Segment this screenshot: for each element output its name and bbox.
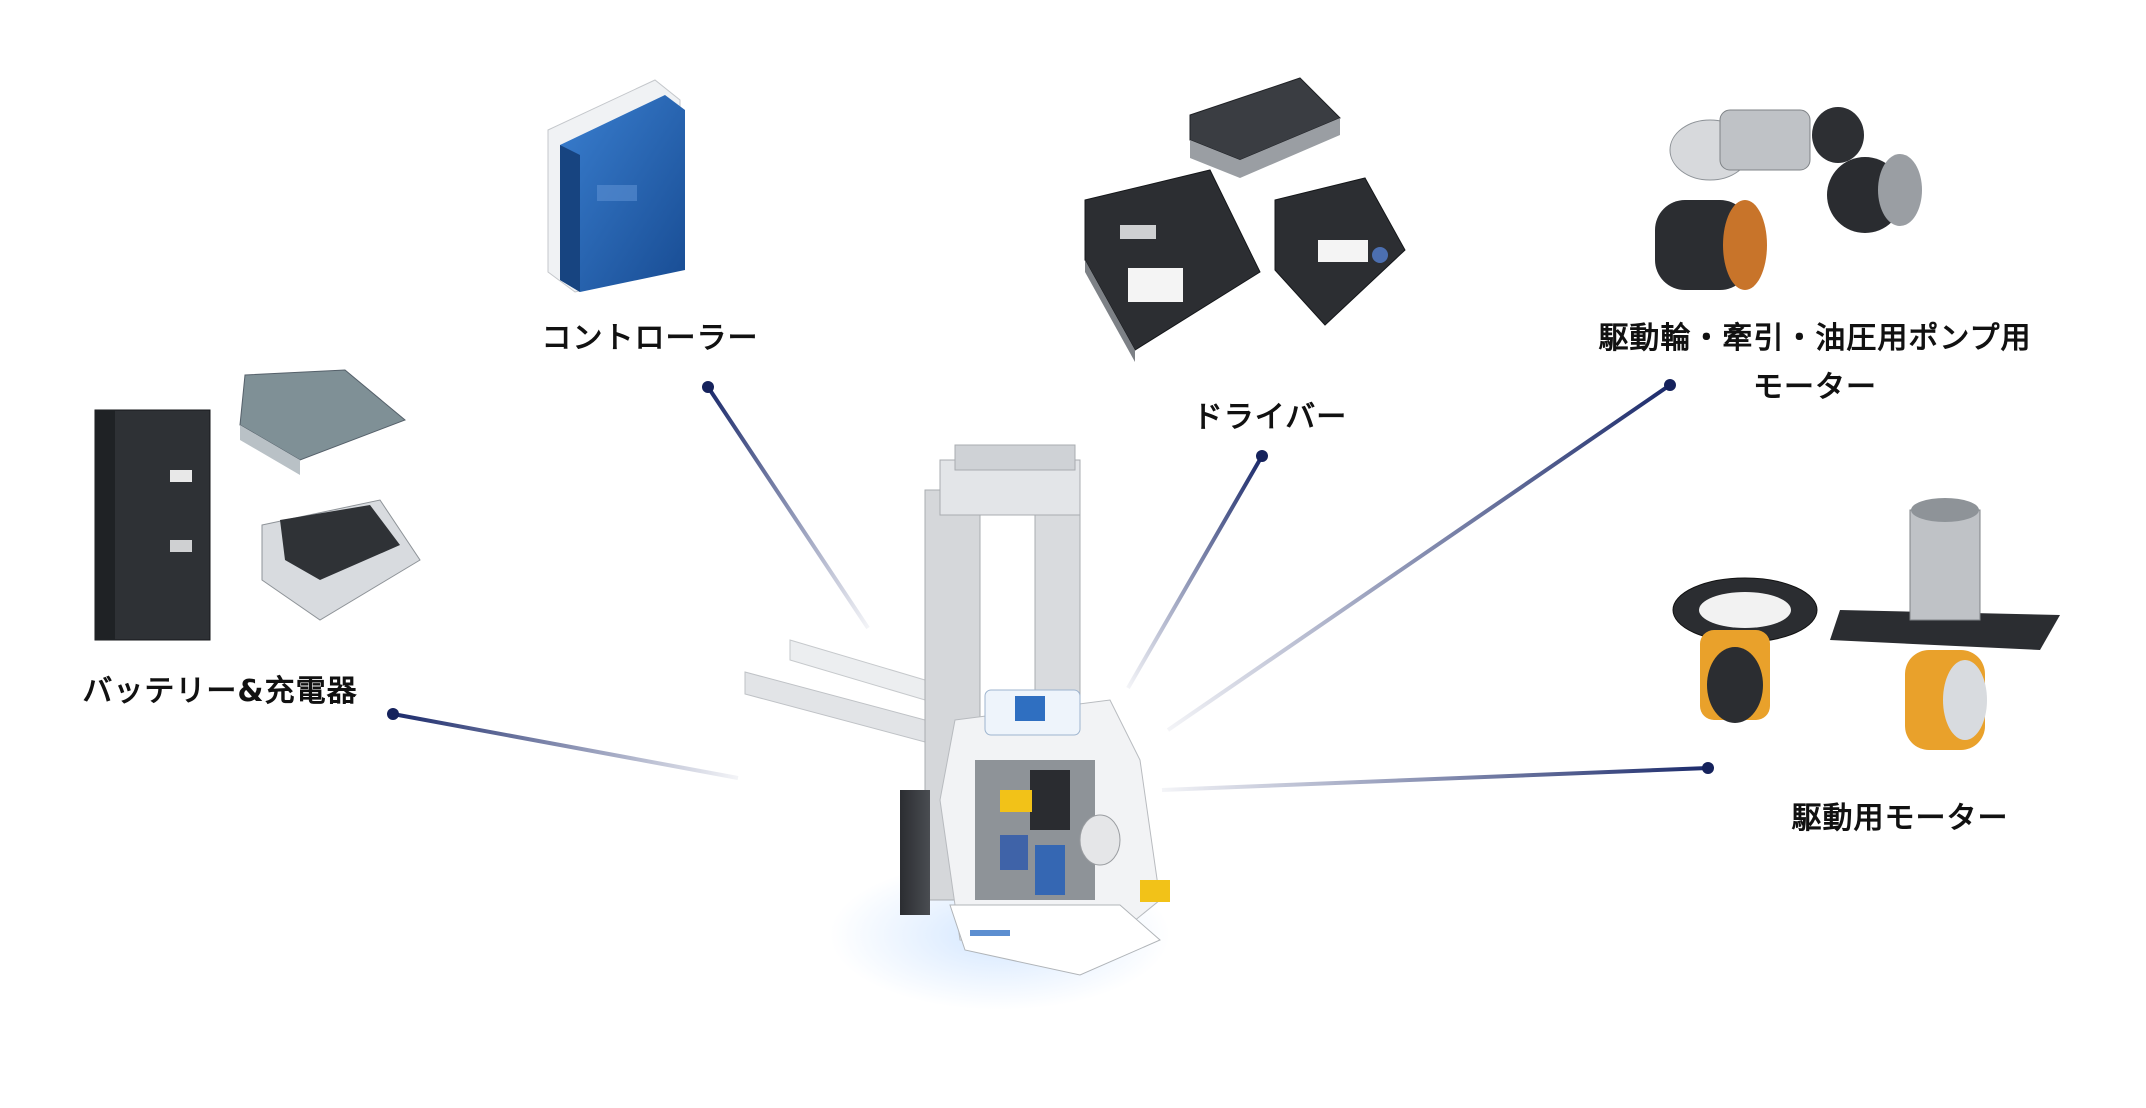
battery-charger-images bbox=[94, 369, 421, 641]
label-drive-motor: 駆動用モーター bbox=[1791, 801, 2009, 836]
drive-motor-images bbox=[1672, 498, 2060, 750]
label-driver: ドライバー bbox=[1192, 400, 1348, 435]
controller-image bbox=[547, 79, 685, 293]
connector-pump-motor bbox=[1166, 379, 1676, 732]
forklift-illustration bbox=[744, 444, 1170, 1010]
connector-driver bbox=[1126, 450, 1268, 690]
label-pump-motor-line2: モーター bbox=[1753, 370, 1877, 405]
label-controller: コントローラー bbox=[541, 321, 759, 356]
connector-controller bbox=[702, 381, 870, 630]
connector-drive-motor bbox=[1161, 762, 1714, 792]
label-battery-charger: バッテリー&充電器 bbox=[82, 674, 358, 709]
driver-images bbox=[1084, 77, 1406, 362]
connector-battery bbox=[387, 708, 739, 780]
pump-motor-images bbox=[1655, 107, 1922, 290]
label-pump-motor-line1: 駆動輪・牽引・油圧用ポンプ用 bbox=[1598, 321, 2032, 356]
